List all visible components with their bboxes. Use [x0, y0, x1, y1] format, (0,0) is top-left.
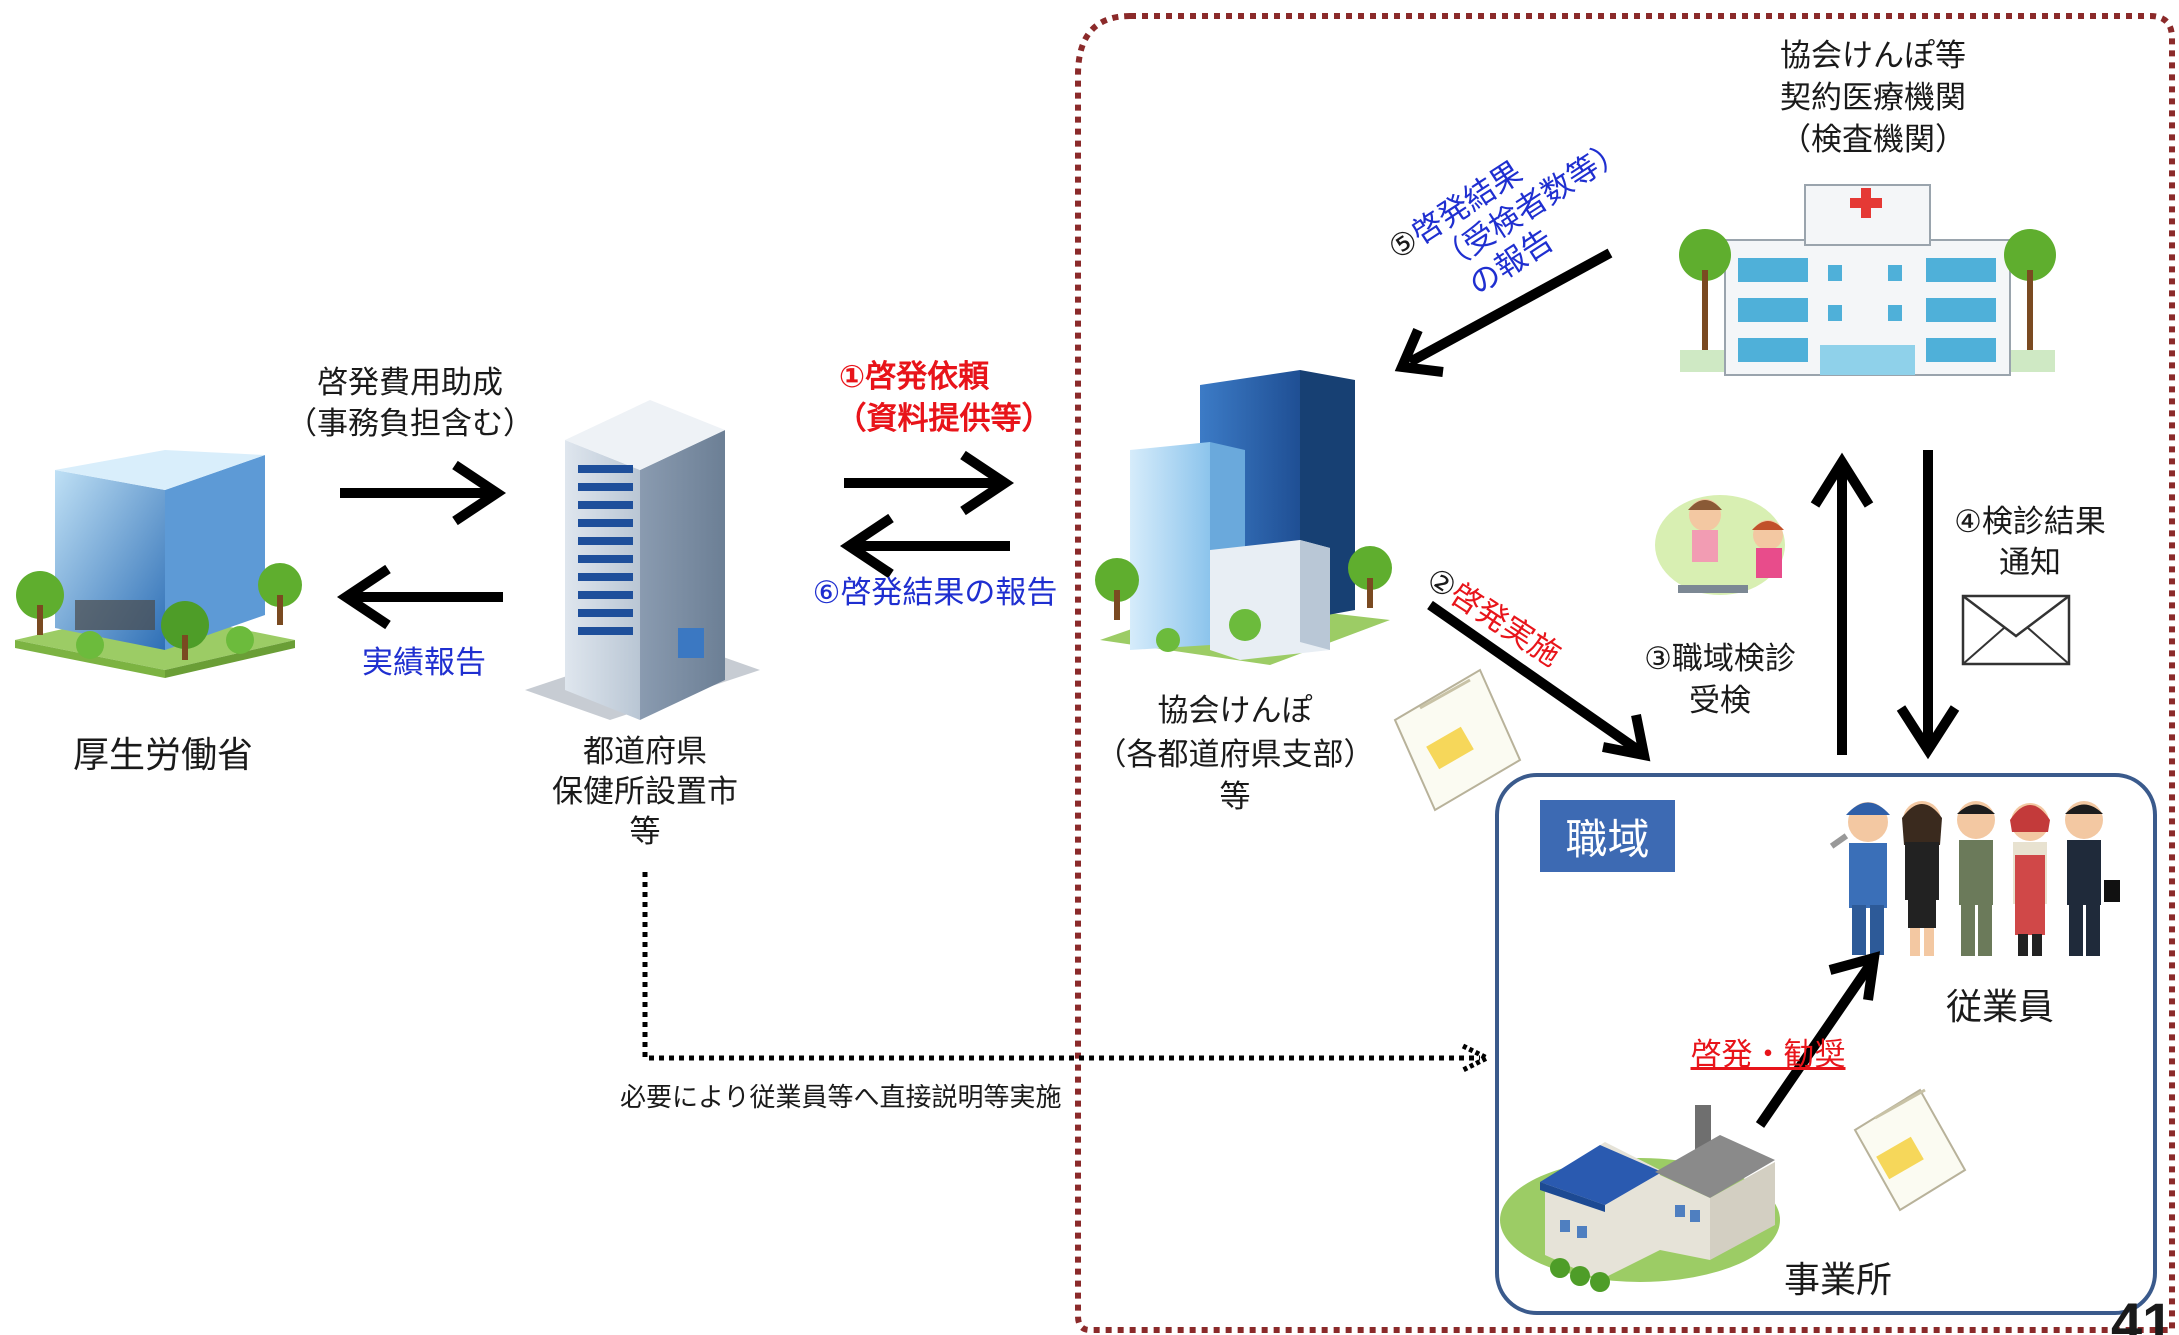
promotion-label: 啓発・勧奨 — [1690, 1037, 1846, 1073]
hospital-building-icon — [1679, 184, 2056, 376]
factory-icon — [1500, 1105, 1780, 1292]
prefecture-label-line1: 都道府県 — [583, 734, 707, 770]
medical-label-line1: 協会けんぽ等 — [1780, 38, 1966, 74]
arrow-promotion — [1755, 951, 1881, 1128]
step4-label-line2: 通知 — [1999, 545, 2061, 581]
workplace-box — [1495, 773, 2157, 1315]
subsidy-label-line2: （事務負担含む） — [286, 406, 534, 442]
prefecture-building-icon — [525, 400, 760, 720]
document-icon-2 — [1853, 1088, 1967, 1212]
arrow-subsidy — [340, 460, 507, 526]
arrow-step2 — [1427, 600, 1651, 762]
step6-label: ⑥啓発結果の報告 — [813, 574, 1058, 613]
step3-label-line1: ③職域検診 — [1644, 641, 1796, 677]
arrow-step1 — [844, 450, 1015, 516]
workplace-label: 職域 — [1540, 800, 1675, 872]
mhlw-building-icon — [15, 450, 302, 678]
arrow-results-report — [336, 564, 503, 630]
kyokai-area-border — [1075, 13, 2175, 1333]
page-number: 41 — [2111, 1291, 2174, 1335]
envelope-icon — [1961, 594, 2071, 666]
arrow-step6 — [839, 513, 1010, 579]
arrow-down-to-employees — [1896, 450, 1960, 760]
step4-label-line1: ④検診結果 — [1954, 504, 2106, 540]
arrow-up-to-hospital — [1810, 452, 1874, 755]
document-icon-1 — [1393, 668, 1522, 812]
kyokai-building-icon — [1095, 370, 1392, 665]
step1-label-line1: ①啓発依頼 — [838, 359, 990, 395]
results-report-label: 実績報告 — [362, 645, 486, 681]
arrow-step5 — [1394, 248, 1613, 377]
kyokai-label-line3: 等 — [1219, 779, 1251, 815]
mhlw-label: 厚生労働省 — [72, 735, 254, 776]
step6-text: ⑥啓発結果の報告 — [812, 575, 1058, 611]
office-label: 事業所 — [1783, 1260, 1893, 1301]
employees-icon — [1829, 801, 2120, 956]
checkup-scene-icon — [1655, 495, 1785, 595]
medical-label-line3: （検査機関） — [1780, 122, 1966, 158]
prefecture-label-line3: 等 — [629, 814, 661, 850]
step3-label-line2: 受検 — [1689, 683, 1751, 719]
step1-label-line2: （資料提供等） — [835, 401, 1053, 437]
employees-label: 従業員 — [1945, 987, 2055, 1028]
medical-label-line2: 契約医療機関 — [1780, 80, 1966, 116]
direct-explanation-label: 必要により従業員等へ直接説明等実施 — [620, 1083, 1062, 1113]
kyokai-label-line1: 協会けんぽ — [1157, 693, 1313, 729]
prefecture-label-line2: 保健所設置市 — [552, 774, 738, 810]
kyokai-label-line2: （各都道府県支部） — [1095, 737, 1375, 773]
subsidy-label-line1: 啓発費用助成 — [317, 365, 503, 401]
dotted-arrowhead — [1461, 1043, 1493, 1073]
dotted-direct-path — [642, 872, 1480, 1061]
